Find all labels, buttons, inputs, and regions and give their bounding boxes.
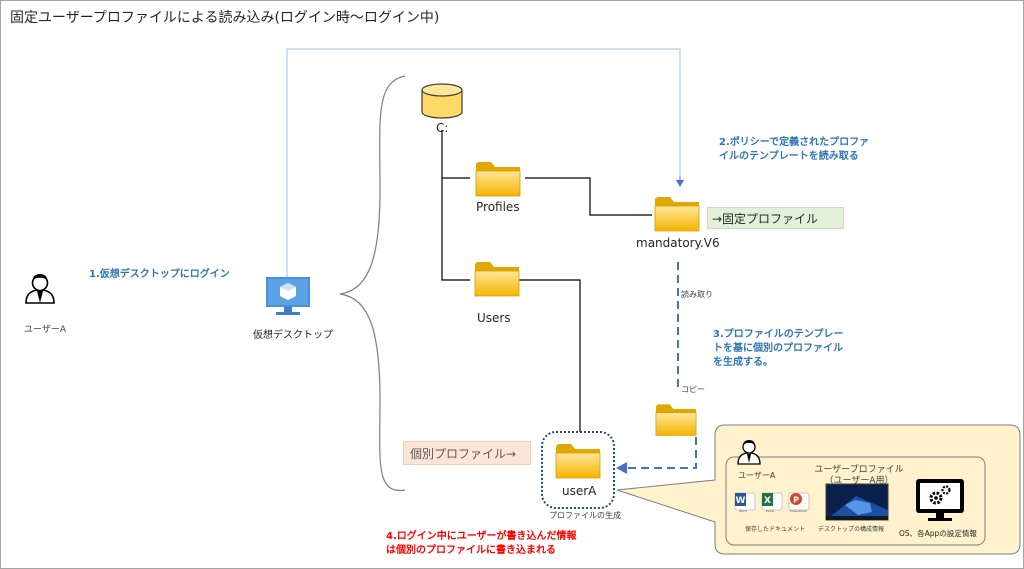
user-a-label: ユーザーA bbox=[24, 325, 66, 335]
profiles-label: Profiles bbox=[476, 200, 520, 214]
user-a-person-icon bbox=[25, 274, 55, 304]
documents-label: 保存したドキュメント bbox=[745, 526, 806, 533]
callout-person-icon bbox=[737, 440, 761, 465]
svg-text:W: W bbox=[736, 496, 746, 506]
tree-line-profiles bbox=[441, 130, 470, 179]
word-icon: W bbox=[734, 492, 756, 511]
users-folder-icon bbox=[474, 261, 520, 297]
callout-heading-line1: ユーザープロファイル bbox=[814, 465, 904, 475]
step4-line1: 4.ログイン中にユーザーが書き込んだ情報 bbox=[386, 531, 577, 542]
desktop-screenshot-icon bbox=[825, 483, 889, 521]
desktop-config-label: デスクトップの構成情報 bbox=[818, 526, 885, 533]
settings-monitor-icon bbox=[916, 479, 964, 521]
drive-icon bbox=[421, 83, 463, 119]
tree-line-mandatory bbox=[525, 177, 652, 216]
read-edge-label: 読み取り bbox=[681, 290, 713, 299]
excel-label: Excel bbox=[766, 509, 774, 513]
callout-user-label: ユーザーA bbox=[738, 471, 776, 480]
virtual-desktop-icon bbox=[266, 277, 310, 315]
tree-line-users bbox=[441, 178, 470, 281]
diagram-title: 固定ユーザープロファイルによる読み込み(ログイン時〜ログイン中) bbox=[10, 10, 440, 26]
drive-label: C: bbox=[436, 121, 449, 135]
step1-label: 1.仮想デスクトップにログイン bbox=[89, 269, 230, 280]
copy-folder-icon bbox=[655, 404, 697, 436]
login-path-line bbox=[286, 48, 681, 280]
tree-line-usera bbox=[518, 279, 581, 437]
powerpoint-label: PowerPoint bbox=[790, 509, 807, 513]
users-label: Users bbox=[477, 311, 511, 325]
svg-text:P: P bbox=[793, 496, 799, 505]
fixed-profile-box: →固定プロファイル bbox=[707, 207, 844, 229]
callout-heading-line2: （ユーザーA用） bbox=[824, 476, 894, 486]
step3-line3: を生成する。 bbox=[713, 357, 773, 368]
step4-line2: は個別のプロファイルに書き込まれる bbox=[386, 545, 556, 556]
powerpoint-icon: P bbox=[788, 492, 810, 511]
os-settings-label: OS、各Appの設定情報 bbox=[899, 529, 977, 538]
usera-folder-icon bbox=[555, 443, 601, 479]
step3-line1: 3.プロファイルのテンプレー bbox=[713, 329, 844, 340]
profile-generation-label: プロファイルの生成 bbox=[549, 511, 621, 520]
word-label: Word bbox=[739, 509, 747, 513]
usera-label: userA bbox=[562, 484, 597, 498]
step2-line1: 2.ポリシーで定義されたプロファ bbox=[719, 137, 870, 148]
excel-icon: X bbox=[761, 492, 783, 511]
step2-line2: イルのテンプレートを読み取る bbox=[719, 151, 859, 162]
grouping-brace bbox=[339, 75, 406, 492]
individual-profile-box: 個別プロファイル→ bbox=[403, 441, 531, 465]
step3-line2: トを基に個別のプロファイル bbox=[713, 343, 843, 354]
vdesktop-label: 仮想デスクトップ bbox=[253, 330, 333, 341]
mandatory-label: mandatory.V6 bbox=[636, 236, 720, 250]
profiles-folder-icon bbox=[475, 161, 521, 197]
copy-edge-label: コピー bbox=[681, 385, 705, 394]
mandatory-folder-icon bbox=[654, 196, 700, 232]
svg-text:X: X bbox=[764, 496, 771, 506]
dashed-generate-line bbox=[626, 437, 697, 469]
dashed-generate-arrowhead bbox=[616, 462, 627, 474]
